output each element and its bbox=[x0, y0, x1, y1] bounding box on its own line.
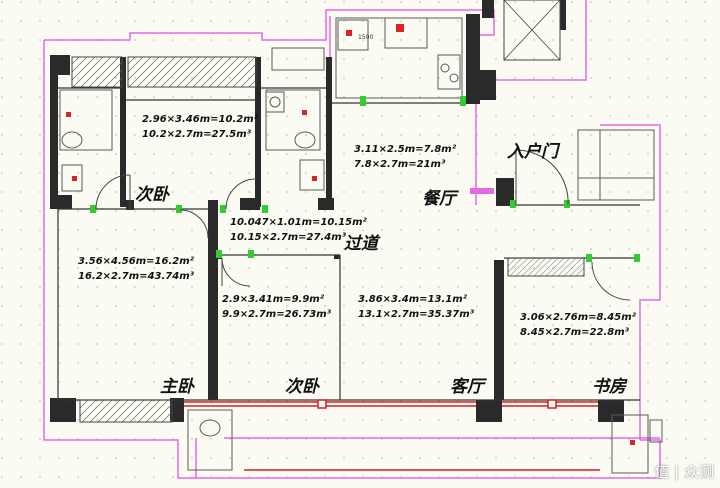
dim-volume: 16.2×2.7m=43.74m³ bbox=[78, 271, 194, 282]
room-label-study: 书房 bbox=[592, 377, 626, 397]
dim-volume: 13.1×2.7m=35.37m³ bbox=[358, 309, 474, 320]
room-label-entrance-door: 入户门 bbox=[507, 142, 558, 162]
room-label-second-bedroom-bottom: 次卧 bbox=[285, 377, 319, 397]
door-swings bbox=[95, 149, 631, 301]
dim-area: 2.9×3.41m=9.9m² bbox=[222, 294, 325, 305]
watermark: 值 | 众测 bbox=[654, 463, 714, 481]
dim-volume: 7.8×2.7m=21m³ bbox=[354, 159, 446, 170]
room-label-dining: 餐厅 bbox=[422, 189, 456, 209]
room-label-living-room: 客厅 bbox=[450, 377, 484, 397]
dim-dining: 3.11×2.5m=7.8m² 7.8×2.7m=21m³ bbox=[354, 142, 456, 172]
dim-second-bedroom-top: 2.96×3.46m=10.2m² 10.2×2.7m=27.5m³ bbox=[142, 112, 258, 142]
dim-area: 3.86×3.4m=13.1m² bbox=[358, 294, 468, 305]
dim-second-bedroom-bottom: 2.9×3.41m=9.9m² 9.9×2.7m=26.73m³ bbox=[222, 292, 331, 322]
dim-area: 3.06×2.76m=8.45m² bbox=[520, 312, 636, 323]
dim-study: 3.06×2.76m=8.45m² 8.45×2.7m=22.8m³ bbox=[520, 310, 636, 340]
walls bbox=[50, 0, 624, 422]
dim-volume: 10.15×2.7m=27.4m³ bbox=[230, 232, 346, 243]
dim-living-room: 3.86×3.4m=13.1m² 13.1×2.7m=35.37m³ bbox=[358, 292, 474, 322]
dim-area: 3.56×4.56m=16.2m² bbox=[78, 256, 194, 267]
kitchen-dimension-tag: 1500 bbox=[358, 34, 374, 41]
dim-volume: 9.9×2.7m=26.73m³ bbox=[222, 309, 332, 320]
dim-volume: 10.2×2.7m=27.5m³ bbox=[142, 129, 252, 140]
dim-area: 10.047×1.01m=10.15m² bbox=[230, 217, 367, 228]
dim-area: 3.11×2.5m=7.8m² bbox=[354, 144, 457, 155]
room-label-second-bedroom-top: 次卧 bbox=[135, 185, 169, 205]
dim-master-bedroom: 3.56×4.56m=16.2m² 16.2×2.7m=43.74m³ bbox=[78, 254, 194, 284]
fixtures bbox=[59, 17, 663, 474]
room-label-master-bedroom: 主卧 bbox=[160, 377, 194, 397]
dim-area: 2.96×3.46m=10.2m² bbox=[142, 114, 258, 125]
outer-outline bbox=[43, 0, 661, 479]
dim-corridor: 10.047×1.01m=10.15m² 10.15×2.7m=27.4m³ bbox=[230, 215, 367, 245]
wardrobes bbox=[71, 0, 585, 423]
entry-cabinet bbox=[577, 129, 655, 201]
red-markers bbox=[66, 24, 635, 445]
windows bbox=[184, 399, 600, 471]
dim-volume: 8.45×2.7m=22.8m³ bbox=[520, 327, 630, 338]
room-label-corridor: 过道 bbox=[344, 234, 378, 254]
doors bbox=[90, 96, 640, 262]
